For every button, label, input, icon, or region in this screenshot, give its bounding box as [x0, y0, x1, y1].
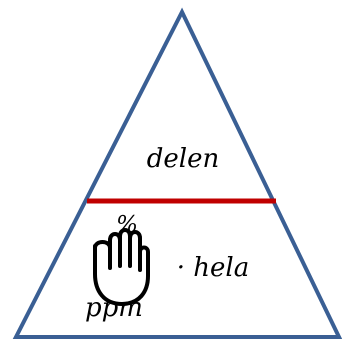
triangle-outline — [12, 7, 342, 339]
hand-grab-icon — [93, 228, 150, 306]
label-hela: · hela — [177, 253, 249, 283]
label-delen: delen — [147, 144, 219, 174]
